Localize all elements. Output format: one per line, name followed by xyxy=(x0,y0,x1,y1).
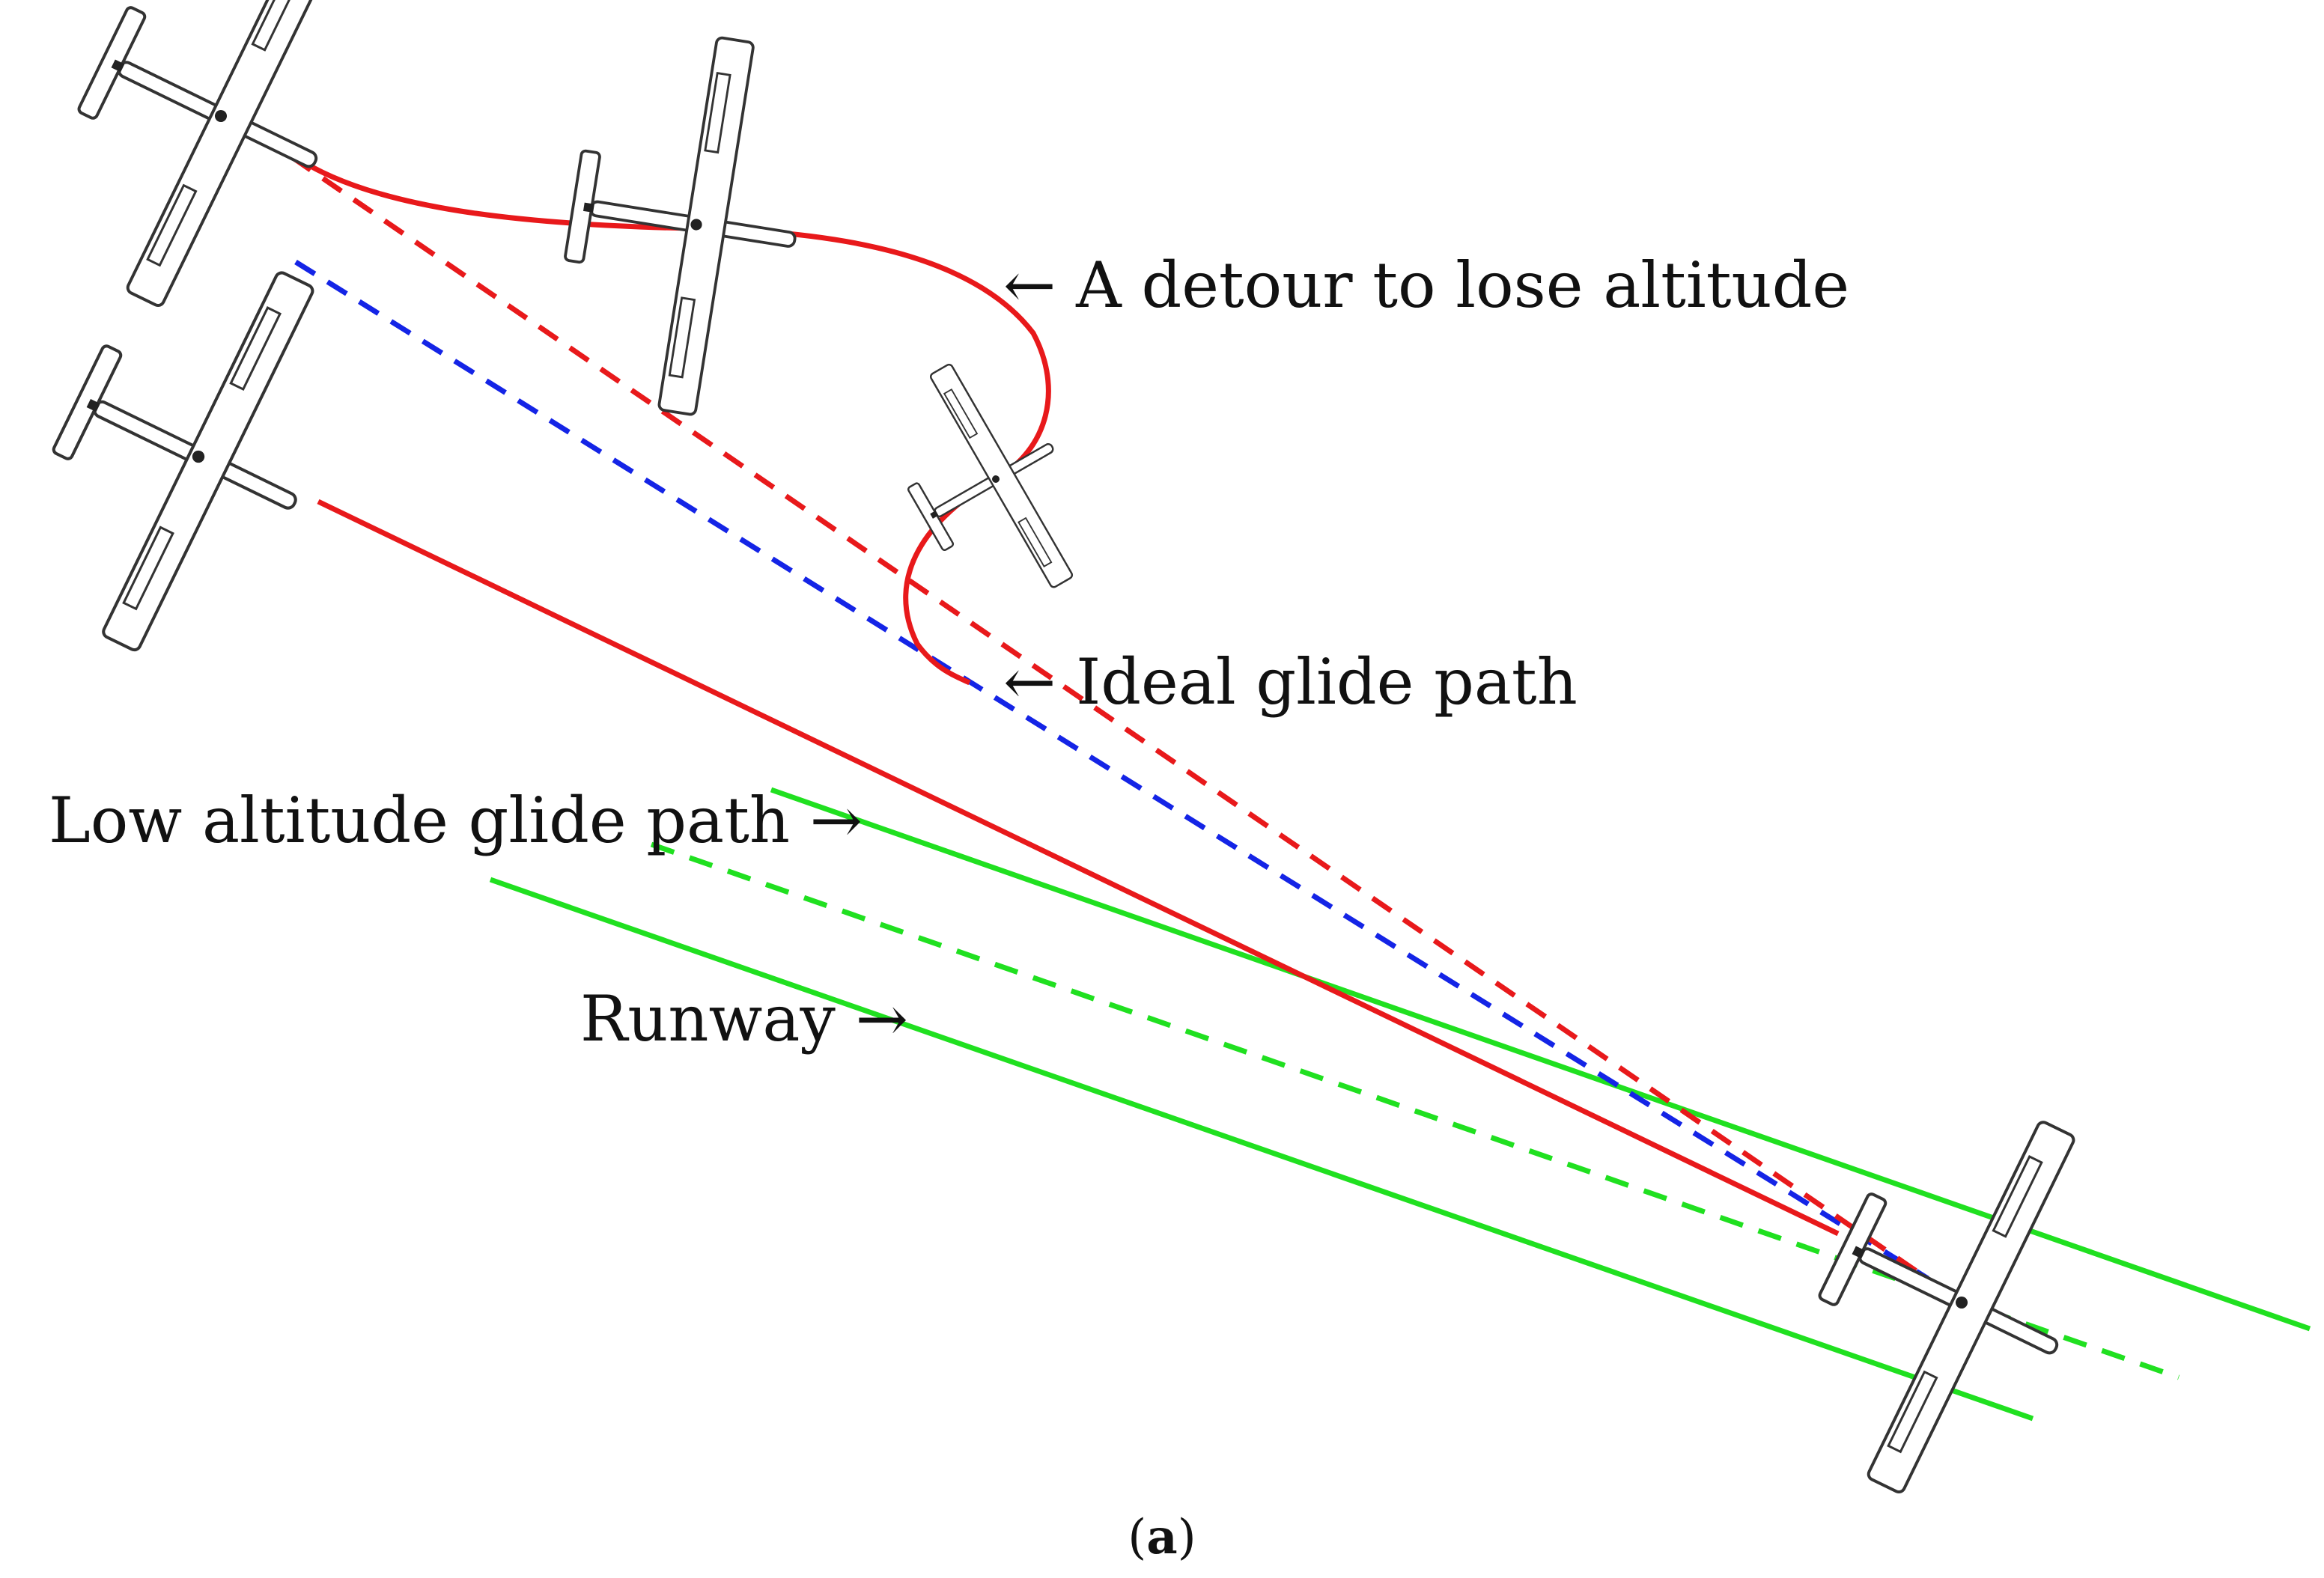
detour-path xyxy=(294,155,1051,686)
label-detour: ← A detour to lose altitude xyxy=(1003,249,1849,322)
glider-detour-1-icon xyxy=(542,17,826,428)
high-glide-path xyxy=(290,155,1933,1284)
glider-detour-2-icon xyxy=(863,339,1115,627)
caption-open-paren: ( xyxy=(1128,1510,1146,1565)
label-runway: Runway → xyxy=(580,982,908,1055)
runway-edge-upper xyxy=(770,787,2311,1332)
runway-edge-lower xyxy=(489,877,2034,1422)
ideal-glide-path xyxy=(294,260,1929,1281)
figure-caption: (a) xyxy=(1128,1509,1196,1565)
caption-letter: a xyxy=(1146,1509,1177,1565)
caption-close-paren: ) xyxy=(1178,1510,1196,1565)
glider-low-start-icon xyxy=(0,216,383,686)
glider-landing-icon xyxy=(1757,1067,2143,1526)
label-low-altitude-glide-path: Low altitude glide path → xyxy=(49,784,863,857)
label-ideal-glide-path: ← Ideal glide path xyxy=(1003,645,1578,719)
low-altitude-glide-path xyxy=(317,499,1840,1237)
